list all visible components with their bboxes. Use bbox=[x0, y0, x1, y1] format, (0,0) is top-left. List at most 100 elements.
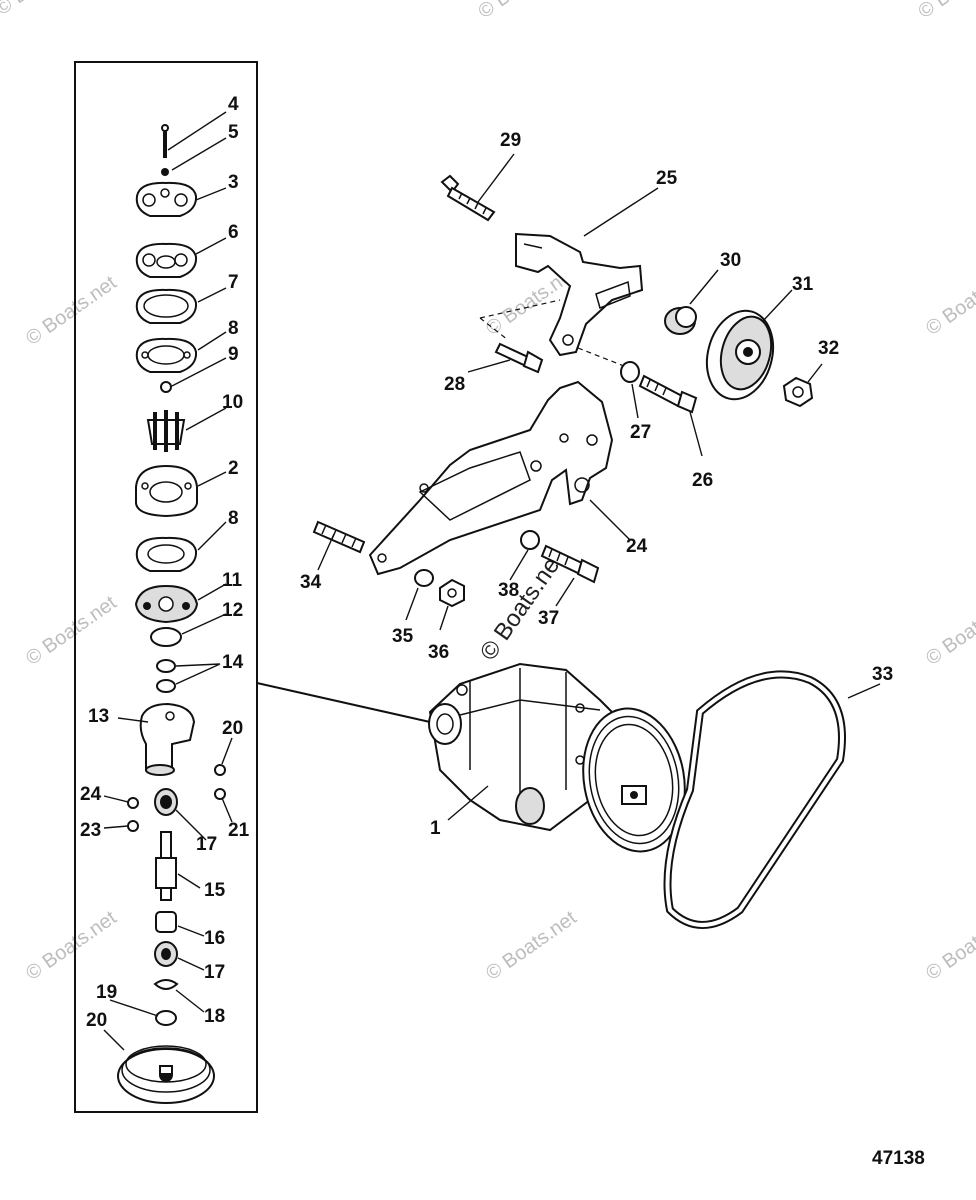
callout-label: 35 bbox=[392, 626, 414, 647]
callout-label: 5 bbox=[228, 122, 239, 143]
impeller-part bbox=[146, 410, 186, 452]
callout-label: 15 bbox=[204, 880, 226, 901]
lock-washer-part bbox=[620, 361, 640, 383]
callout-label: 30 bbox=[720, 250, 741, 271]
nut-part-3 bbox=[439, 578, 465, 608]
callout-label: 33 bbox=[872, 664, 893, 685]
watermark: © Boats.net bbox=[22, 906, 121, 984]
lock-washer-part-3 bbox=[520, 530, 540, 550]
washer-part-2 bbox=[155, 1010, 177, 1026]
shaft-part bbox=[155, 831, 177, 901]
callout-label: 27 bbox=[630, 422, 651, 443]
callout-label: 19 bbox=[96, 982, 117, 1003]
watermark: © Boats.net bbox=[22, 591, 121, 669]
callout-label: 23 bbox=[80, 820, 101, 841]
callout-label: 9 bbox=[228, 344, 239, 365]
callout-label: 28 bbox=[444, 374, 465, 395]
center-watermark: © Boats.net bbox=[475, 547, 569, 666]
callout-label: 7 bbox=[228, 272, 239, 293]
drive-belt-part bbox=[663, 670, 846, 929]
pump-exploded-parts bbox=[117, 124, 226, 1104]
main-bracket-part bbox=[368, 380, 614, 576]
callout-label: 21 bbox=[228, 820, 250, 841]
bolt-part bbox=[440, 174, 496, 222]
snap-ring-part bbox=[153, 979, 179, 990]
callout-label: 11 bbox=[222, 570, 243, 591]
pump-housing-part bbox=[139, 702, 196, 776]
callout-label: 38 bbox=[498, 580, 519, 601]
callout-label: 8 bbox=[228, 508, 239, 529]
callout-label: 34 bbox=[300, 572, 322, 593]
callout-label: 14 bbox=[222, 652, 244, 673]
callout-label: 24 bbox=[80, 784, 102, 805]
sleeve-part bbox=[155, 911, 177, 933]
idler-pulley-part bbox=[705, 309, 775, 401]
seal-part bbox=[156, 679, 176, 693]
watermark: © Boats.net bbox=[474, 0, 573, 23]
o-ring-part bbox=[150, 627, 182, 647]
callout-label: 12 bbox=[222, 600, 243, 621]
stud-part bbox=[312, 520, 366, 554]
callout-label: 4 bbox=[228, 94, 239, 115]
callout-label: 20 bbox=[86, 1010, 107, 1031]
watermark: © Boats.net bbox=[914, 0, 976, 23]
callout-label: 8 bbox=[228, 318, 239, 339]
callout-label: 26 bbox=[692, 470, 713, 491]
callout-label: 29 bbox=[500, 130, 521, 151]
gasket-part bbox=[135, 242, 198, 278]
callout-label: 1 bbox=[430, 818, 441, 839]
watermark: © Boats.net bbox=[22, 271, 121, 349]
pulley-part bbox=[117, 1045, 215, 1104]
callout-label: 17 bbox=[196, 834, 217, 855]
callout-label: 31 bbox=[792, 274, 814, 295]
watermark: © Boats.net bbox=[482, 906, 581, 984]
diagram-number: 47138 bbox=[872, 1148, 925, 1169]
callout-label: 25 bbox=[656, 168, 678, 189]
watermark: © Boats.net bbox=[922, 591, 976, 669]
seal-part bbox=[156, 659, 176, 673]
spacer-part bbox=[664, 306, 697, 335]
callout-label: 16 bbox=[204, 928, 225, 949]
bearing-part bbox=[154, 788, 178, 816]
bolt-part-2 bbox=[494, 342, 544, 374]
end-plate-part bbox=[134, 584, 199, 624]
callout-label: 6 bbox=[228, 222, 239, 243]
water-pump-part bbox=[428, 662, 686, 853]
callout-label: 18 bbox=[204, 1006, 225, 1027]
callout-label: 36 bbox=[428, 642, 449, 663]
bolt-part-3 bbox=[638, 374, 698, 414]
nut-part-2 bbox=[782, 376, 814, 408]
exploded-view-box bbox=[74, 61, 258, 1113]
nut-part bbox=[127, 820, 139, 832]
callout-labels: 4 5 3 6 7 8 9 10 2 8 11 12 14 13 20 24 2… bbox=[80, 94, 893, 1031]
nut-part bbox=[214, 788, 226, 800]
bracket-assembly bbox=[312, 174, 814, 608]
mounting-bracket-part bbox=[515, 232, 644, 357]
watermark: © Boats.net bbox=[922, 261, 976, 339]
watermark: © Boats.net bbox=[0, 0, 91, 20]
callout-label: 37 bbox=[538, 608, 559, 629]
callout-label: 20 bbox=[222, 718, 243, 739]
watermark: © Boats.net bbox=[922, 906, 976, 984]
nut-part bbox=[127, 797, 139, 809]
callout-label: 13 bbox=[88, 706, 109, 727]
gasket-part-2 bbox=[135, 337, 198, 373]
callout-label: 3 bbox=[228, 172, 239, 193]
leader-lines bbox=[103, 111, 881, 1051]
callout-label: 24 bbox=[626, 536, 648, 557]
cover-plate-part bbox=[135, 181, 198, 217]
lock-washer-part-2 bbox=[414, 569, 434, 587]
screw-part bbox=[161, 124, 169, 158]
washer-part bbox=[161, 168, 169, 176]
callout-label: 17 bbox=[204, 962, 225, 983]
ball-part bbox=[160, 381, 172, 393]
callout-label: 2 bbox=[228, 458, 239, 479]
callout-label: 32 bbox=[818, 338, 839, 359]
bolt-part-4 bbox=[540, 544, 600, 584]
nut-part bbox=[214, 764, 226, 776]
gasket-part-3 bbox=[135, 536, 198, 572]
bearing-part-2 bbox=[154, 941, 178, 967]
wear-plate-part bbox=[135, 288, 198, 324]
connector-line bbox=[256, 682, 431, 723]
